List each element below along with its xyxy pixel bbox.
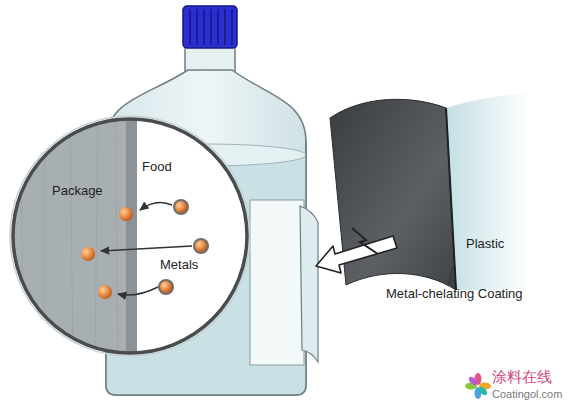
watermark: Coatingol.com — [492, 388, 562, 401]
part-label: Plastic — [466, 237, 504, 252]
magnified-view — [0, 100, 260, 370]
part-label: Metals — [160, 258, 198, 273]
region-label: Food — [142, 160, 172, 175]
watermark: 涂料在线 — [492, 368, 552, 385]
watermark-logo — [465, 373, 491, 399]
pointer-arrow — [316, 228, 397, 273]
coated-sheet — [330, 92, 530, 290]
region-label: Package — [52, 184, 103, 199]
part-label: Metal-chelating Coating — [386, 287, 523, 302]
